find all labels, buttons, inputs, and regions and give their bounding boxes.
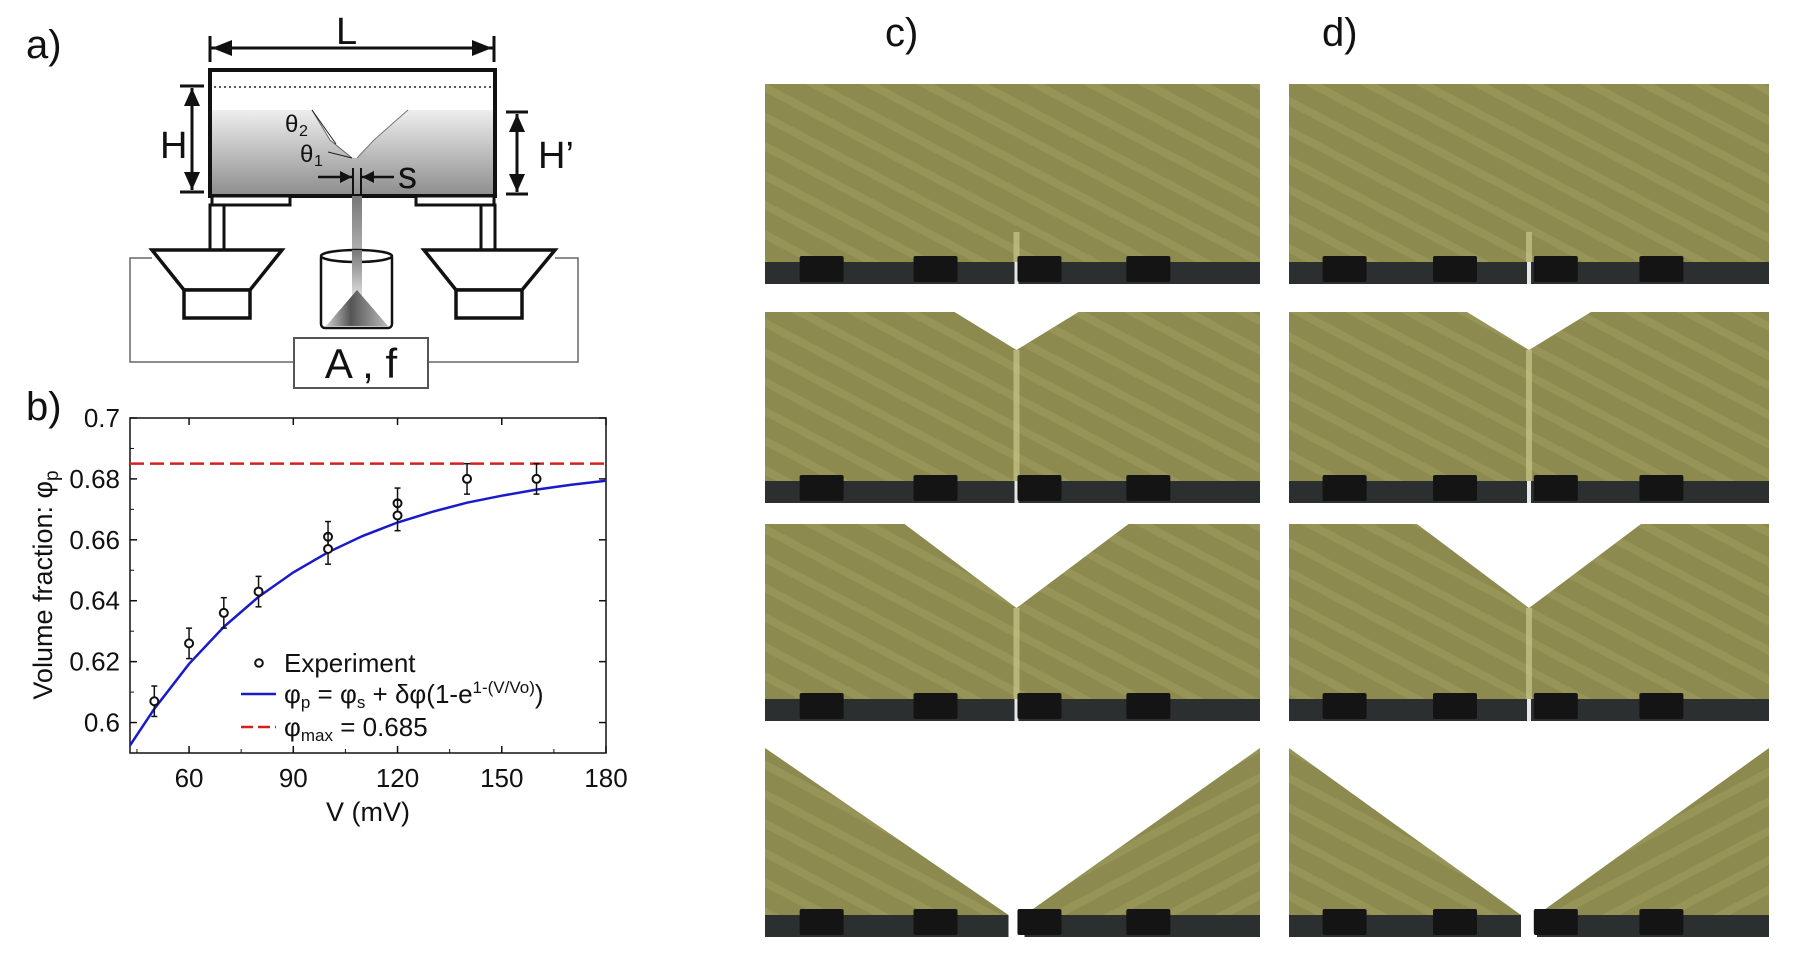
photo-c-4 <box>765 742 1260 937</box>
sand-container <box>208 68 497 198</box>
speaker-left <box>148 248 286 320</box>
panel-label-c: c) <box>885 11 918 55</box>
label-s: s <box>398 155 417 197</box>
photo-d-3 <box>1289 518 1769 721</box>
x-axis-ticks: 60 90 120 150 180 <box>136 418 628 793</box>
label-A-f: A , f <box>325 340 398 387</box>
photo-d-4 <box>1289 742 1769 937</box>
y-tick-label: 0.64 <box>69 586 120 616</box>
x-tick-label: 60 <box>175 763 204 793</box>
label-L: L <box>336 11 357 53</box>
svg-text:Volume fraction: φp: Volume fraction: φp <box>28 470 63 699</box>
legend-marker-experiment <box>254 658 264 668</box>
svg-text:2: 2 <box>299 123 308 140</box>
panel-a-schematic: a) L H <box>26 11 579 389</box>
x-tick-label: 150 <box>480 763 523 793</box>
y-axis-ticks: 0.6 0.62 0.64 0.66 0.68 0.7 <box>69 403 606 754</box>
photo-c-2 <box>765 300 1260 503</box>
panel-label-b: b) <box>26 385 62 429</box>
svg-text:θ: θ <box>285 111 298 138</box>
speaker-right <box>420 248 559 320</box>
angle-theta2: θ 2 <box>285 111 308 140</box>
legend-label-max: φmax = 0.685 <box>284 712 428 745</box>
x-axis-title: V (mV) <box>326 797 410 827</box>
data-point <box>253 575 264 608</box>
data-point <box>149 685 160 718</box>
y-axis-title: Volume fraction: φp <box>28 470 63 699</box>
signal-wires <box>129 257 579 363</box>
svg-text:θ: θ <box>300 141 313 168</box>
photo-d-1 <box>1289 82 1769 284</box>
y-tick-label: 0.62 <box>69 647 120 677</box>
label-H: H <box>160 125 187 167</box>
dimension-H-prime: H’ <box>506 110 574 196</box>
panel-label-a: a) <box>26 23 62 67</box>
dimension-s: s <box>318 155 417 197</box>
y-tick-label: 0.7 <box>84 403 120 433</box>
y-tick-label: 0.6 <box>84 708 120 738</box>
fit-curve <box>130 479 606 747</box>
support-structure <box>208 194 497 252</box>
y-tick-label: 0.68 <box>69 464 120 494</box>
data-point <box>462 462 473 495</box>
svg-text:1: 1 <box>314 153 323 170</box>
data-point <box>392 499 403 532</box>
plot-frame <box>129 417 607 754</box>
data-point <box>531 462 542 495</box>
panel-label-d: d) <box>1322 11 1358 55</box>
photo-panels <box>765 82 1769 937</box>
x-tick-label: 120 <box>376 763 419 793</box>
legend: Experiment φp = φs + δφ(1-e1-(V/Vo)) φma… <box>241 648 544 745</box>
signal-generator: A , f <box>293 337 429 389</box>
legend-label-fit: φp = φs + δφ(1-e1-(V/Vo)) <box>284 678 544 712</box>
data-point <box>218 596 229 629</box>
experiment-points <box>149 462 542 718</box>
photo-c-1 <box>765 82 1260 284</box>
photo-c-3 <box>765 518 1260 721</box>
photo-d-2 <box>1289 300 1769 503</box>
x-tick-label: 90 <box>279 763 308 793</box>
sand-fill <box>212 110 493 194</box>
label-H-prime: H’ <box>538 135 574 177</box>
data-point <box>323 532 334 565</box>
angle-theta1: θ 1 <box>300 141 323 170</box>
legend-label-experiment: Experiment <box>284 648 416 678</box>
dimension-L: L <box>208 11 496 62</box>
dimension-H: H <box>160 84 204 194</box>
y-tick-label: 0.66 <box>69 525 120 555</box>
x-tick-label: 180 <box>584 763 627 793</box>
outflow-collector <box>319 196 394 330</box>
data-point <box>184 627 195 660</box>
